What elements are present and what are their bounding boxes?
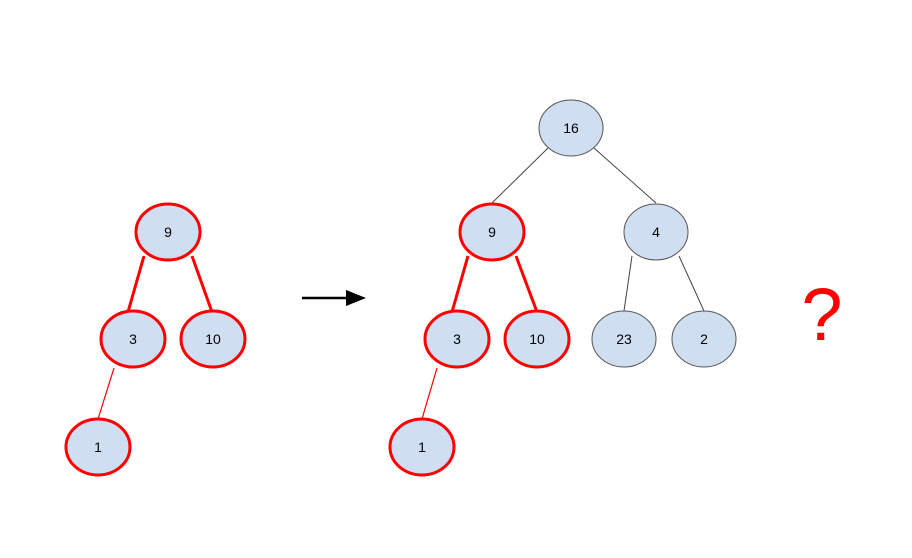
edge-right-4-23 (623, 255, 633, 312)
node-label: 2 (700, 331, 708, 347)
edge-right-16-4 (593, 147, 657, 204)
edge-left-9-3 (126, 255, 146, 313)
node-label: 4 (652, 224, 660, 240)
edge-left-9-10 (190, 255, 214, 313)
left-subtree: 9 3 10 1 (64, 202, 247, 477)
node-label: 9 (488, 224, 496, 240)
edge-left-3-1 (97, 367, 115, 420)
right-node-9: 9 (458, 202, 526, 262)
right-tree: 16 9 4 3 10 23 2 1 (388, 99, 737, 477)
right-node-2: 2 (671, 310, 737, 368)
question-mark: ? (801, 273, 842, 356)
edge-right-9-3 (450, 255, 470, 313)
node-label: 3 (129, 331, 137, 347)
edge-right-4-2 (678, 255, 705, 312)
node-label: 10 (205, 331, 221, 347)
node-label: 1 (418, 439, 426, 455)
node-label: 3 (453, 331, 461, 347)
node-label: 1 (94, 439, 102, 455)
left-node-1: 1 (64, 417, 132, 477)
node-label: 10 (529, 331, 545, 347)
right-node-3: 3 (423, 309, 491, 369)
node-label: 9 (164, 224, 172, 240)
left-node-9: 9 (134, 202, 202, 262)
edge-right-9-10 (514, 255, 539, 313)
node-label: 23 (616, 331, 632, 347)
right-node-10: 10 (503, 309, 571, 369)
node-label: 16 (563, 120, 579, 136)
transform-arrow (302, 290, 366, 306)
left-node-10: 10 (179, 309, 247, 369)
right-node-23: 23 (591, 310, 657, 368)
right-node-1: 1 (388, 417, 456, 477)
left-node-3: 3 (99, 309, 167, 369)
edge-right-16-9 (491, 147, 549, 204)
right-node-16: 16 (538, 99, 604, 157)
right-node-4: 4 (623, 203, 689, 261)
edge-right-3-1 (421, 367, 438, 420)
